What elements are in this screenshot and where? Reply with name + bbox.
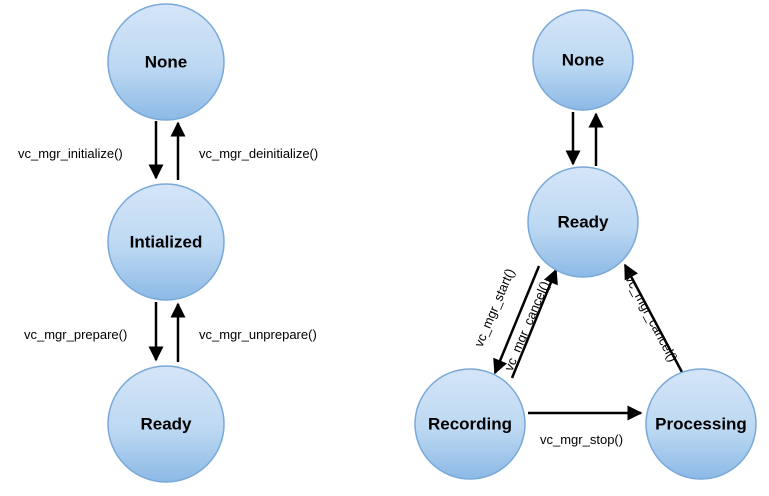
right-node-processing[interactable]: Processing [645,368,757,480]
right-edge-processing-to-ready [623,263,686,377]
left-edge-label-deinitialize: vc_mgr_deinitialize() [199,146,318,161]
left-edge-label-prepare: vc_mgr_prepare() [24,327,127,342]
left-node-initialized-label: Intialized [130,232,203,251]
right-node-none[interactable]: None [532,9,634,111]
left-node-none-label: None [145,52,188,71]
right-node-none-label: None [562,50,605,69]
right-node-processing-label: Processing [655,414,747,433]
left-node-ready-label: Ready [140,414,192,433]
right-edge-label-stop: vc_mgr_stop() [540,432,623,447]
left-node-none[interactable]: None [107,3,225,121]
right-node-ready-label: Ready [557,212,609,231]
left-edge-label-initialize: vc_mgr_initialize() [18,146,123,161]
left-node-initialized[interactable]: Intialized [107,183,225,301]
right-node-recording[interactable]: Recording [414,368,526,480]
right-node-ready[interactable]: Ready [527,166,639,278]
right-edge-recording-to-ready [510,268,558,379]
right-node-recording-label: Recording [428,414,512,433]
right-edge-label-cancel-processing: vc_mgr_cancel() [622,272,680,364]
left-edge-label-unprepare: vc_mgr_unprepare() [199,327,317,342]
right-edge-ready-to-recording [493,265,541,375]
left-node-ready[interactable]: Ready [107,365,225,483]
